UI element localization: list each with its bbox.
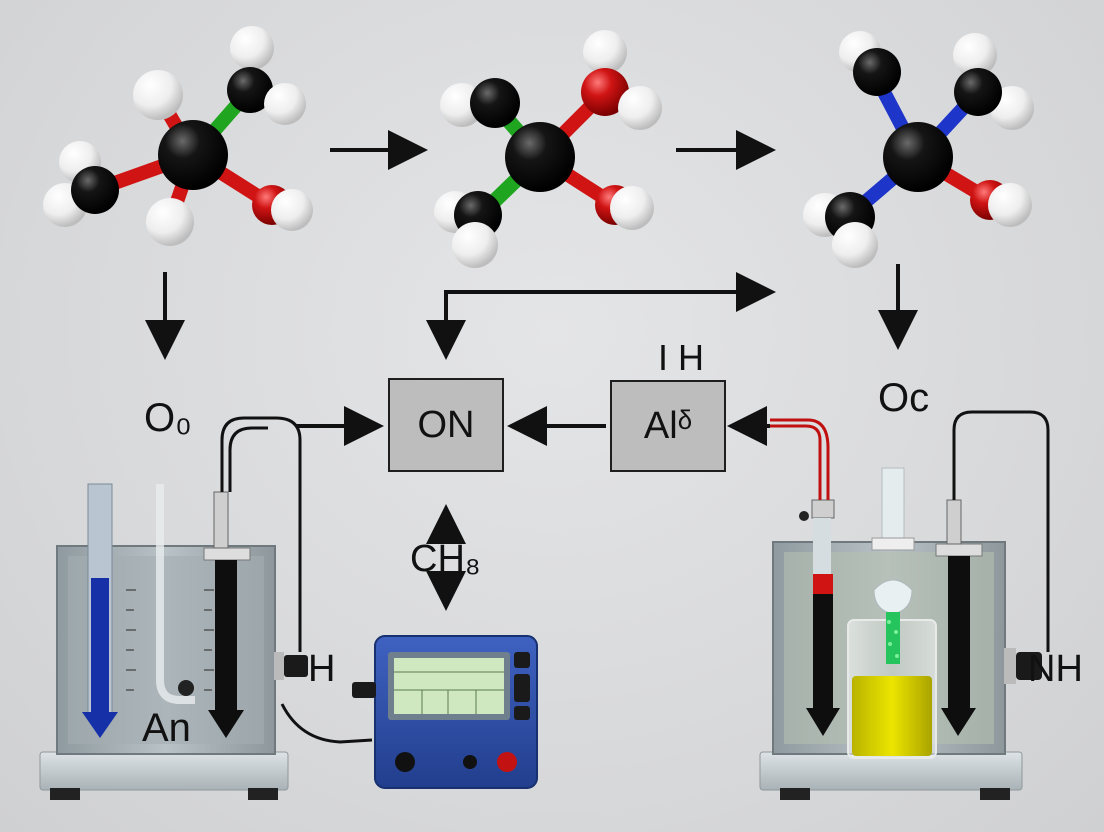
right-output-label: Oc: [878, 376, 930, 420]
left-apparatus-label: An: [142, 706, 191, 750]
right-connector-label: NH: [1028, 648, 1083, 690]
arrows: [145, 130, 918, 611]
center-species-label: CH₈: [410, 538, 481, 580]
left-output-label: O₀: [144, 396, 192, 440]
center-process-box: ON: [388, 378, 504, 472]
right-process-box: Alᵟ: [610, 380, 726, 472]
instrument: [352, 635, 538, 789]
right-box-label: Alᵟ: [643, 404, 693, 447]
right-apparatus: [759, 410, 1050, 800]
left-connector-label: H: [308, 648, 336, 690]
molecule-1: [43, 26, 313, 246]
molecule-3: [803, 31, 1034, 268]
above-box-label: I H: [658, 337, 705, 378]
arrow-loop-to-center: [426, 290, 772, 360]
left-apparatus: [39, 416, 373, 800]
molecule-2: [434, 30, 662, 268]
center-box-label: ON: [417, 403, 475, 446]
